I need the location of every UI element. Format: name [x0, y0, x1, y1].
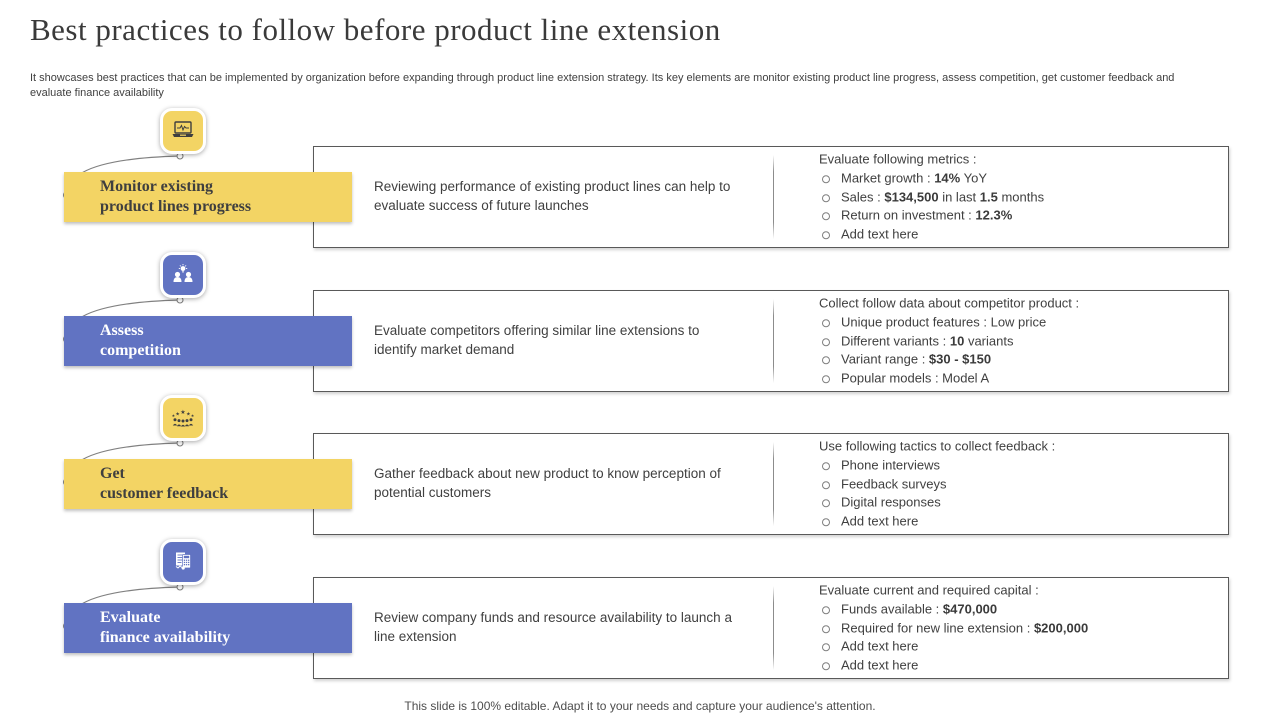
row-details: Evaluate current and required capital : …	[819, 581, 1219, 675]
vertical-divider	[773, 155, 774, 239]
practice-row-1: Monitor existing product lines progress …	[0, 108, 1280, 249]
row-label-line1: Evaluate	[100, 609, 161, 626]
row-label-line1: Assess	[100, 322, 144, 339]
row-content-card: Reviewing performance of existing produc…	[313, 146, 1229, 248]
details-heading: Collect follow data about competitor pro…	[819, 295, 1080, 311]
row-label[interactable]: Get customer feedback	[64, 459, 352, 509]
bullet-item: Market growth : 14% YoY	[819, 169, 1219, 188]
bullet-item: Required for new line extension : $200,0…	[819, 619, 1219, 638]
row-label[interactable]: Monitor existing product lines progress	[64, 172, 352, 222]
row-label-line1: Monitor existing	[100, 178, 214, 195]
vertical-divider	[773, 299, 774, 383]
page-title: Best practices to follow before product …	[30, 12, 721, 47]
row-label[interactable]: Assess competition	[64, 316, 352, 366]
bullet-item: Add text here	[819, 225, 1219, 244]
row-description: Reviewing performance of existing produc…	[374, 179, 731, 213]
bullet-item: Funds available : $470,000	[819, 600, 1219, 619]
details-heading: Evaluate following metrics :	[819, 151, 977, 167]
row-label-line2: product lines progress	[100, 198, 252, 215]
bullet-item: Feedback surveys	[819, 475, 1219, 494]
row-content-card: Review company funds and resource availa…	[313, 577, 1229, 679]
row-label-line1: Get	[100, 465, 125, 482]
vertical-divider	[773, 442, 774, 526]
row-content-card: Gather feedback about new product to kno…	[313, 433, 1229, 535]
svg-text:★: ★	[172, 413, 176, 418]
row-icon-box	[160, 252, 206, 298]
details-heading: Evaluate current and required capital :	[819, 582, 1039, 598]
row-label-line2: finance availability	[100, 629, 231, 646]
slide-subtitle: It showcases best practices that can be …	[30, 72, 1175, 99]
customer-stars-icon: ★ ★ ★ ★ ★	[172, 409, 195, 427]
row-label-line2: customer feedback	[100, 485, 229, 502]
row-description: Evaluate competitors offering similar li…	[374, 323, 700, 357]
svg-text:★: ★	[175, 411, 180, 417]
finance-calculator-icon	[175, 552, 191, 570]
row-icon-box	[160, 108, 206, 154]
bullet-item: Different variants : 10 variants	[819, 332, 1219, 351]
svg-text:★: ★	[191, 413, 195, 418]
row-details: Evaluate following metrics : Market grow…	[819, 150, 1219, 244]
row-label[interactable]: Evaluate finance availability	[64, 603, 352, 653]
row-details: Use following tactics to collect feedbac…	[819, 437, 1219, 531]
laptop-chart-icon	[172, 121, 194, 137]
svg-text:★: ★	[186, 411, 191, 417]
bullet-item: Sales : $134,500 in last 1.5 months	[819, 188, 1219, 207]
details-heading: Use following tactics to collect feedbac…	[819, 438, 1056, 454]
practice-row-3: ★ ★ ★ ★ ★ Get customer feedback Gather f…	[0, 395, 1280, 536]
practice-row-4: Evaluate finance availability Review com…	[0, 539, 1280, 680]
svg-text:★: ★	[180, 409, 185, 416]
bullet-item: Popular models : Model A	[819, 369, 1219, 388]
bullet-item: Add text here	[819, 656, 1219, 675]
row-description: Review company funds and resource availa…	[374, 610, 732, 644]
row-content-card: Evaluate competitors offering similar li…	[313, 290, 1229, 392]
bullet-item: Variant range : $30 - $150	[819, 351, 1219, 370]
bullet-item: Phone interviews	[819, 456, 1219, 475]
bullet-item: Add text here	[819, 638, 1219, 657]
row-description: Gather feedback about new product to kno…	[374, 466, 721, 500]
bullet-item: Unique product features : Low price	[819, 313, 1219, 332]
bullet-item: Digital responses	[819, 494, 1219, 513]
row-label-line2: competition	[100, 342, 181, 359]
row-details: Collect follow data about competitor pro…	[819, 294, 1219, 388]
row-icon-box: ★ ★ ★ ★ ★	[160, 395, 206, 441]
people-idea-icon	[173, 264, 193, 282]
bullet-item: Return on investment : 12.3%	[819, 207, 1219, 226]
row-icon-box	[160, 539, 206, 585]
slide-footer-note: This slide is 100% editable. Adapt it to…	[404, 699, 876, 713]
vertical-divider	[773, 586, 774, 670]
practice-row-2: Assess competition Evaluate competitors …	[0, 252, 1280, 393]
bullet-item: Add text here	[819, 512, 1219, 531]
